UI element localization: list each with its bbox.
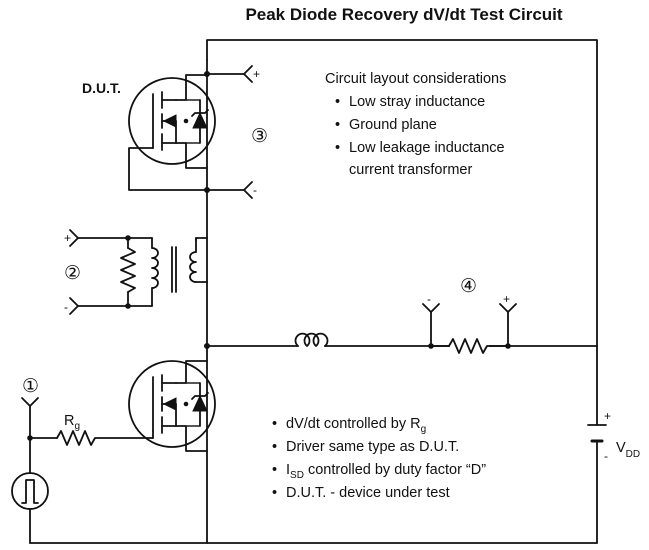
layout-item-3-cont: current transformer — [349, 162, 472, 178]
test-notes: • dV/dt controlled by Rg • Driver same t… — [272, 416, 486, 501]
marker-1: ① — [22, 375, 39, 397]
vdd-label: VDD — [616, 440, 640, 460]
driver-mosfet — [128, 343, 216, 452]
layout-bullet-2: • — [335, 117, 340, 133]
note-bullet-3: • — [272, 462, 277, 478]
probe-terminal-top-minus — [204, 181, 253, 199]
marker-4: ④ — [460, 275, 477, 297]
rg-label: Rg — [64, 413, 80, 432]
current-transformer — [69, 229, 208, 315]
vdd-plus-sign: + — [604, 409, 611, 423]
layout-item-2: Ground plane — [349, 117, 437, 133]
layout-item-3: Low leakage inductance — [349, 140, 505, 156]
marker-3: ③ — [251, 125, 268, 147]
sense-plus-sign: + — [503, 292, 510, 306]
sense-resistor — [422, 303, 517, 354]
dut-upper-mosfet — [128, 74, 216, 191]
ct-minus-sign: - — [64, 300, 68, 314]
probe-terminal-top-plus — [204, 65, 253, 83]
layout-bullet-1: • — [335, 94, 340, 110]
vdd-supply — [587, 424, 607, 443]
sense-minus-sign: - — [427, 292, 431, 306]
layout-bullet-3: • — [335, 140, 340, 156]
gate-drive-circuit — [11, 397, 154, 544]
note-4: D.U.T. - device under test — [286, 485, 450, 501]
note-3: ISD controlled by duty factor “D” — [286, 462, 486, 481]
vdd-minus-sign: - — [604, 449, 608, 463]
note-bullet-2: • — [272, 439, 277, 455]
main-wiring — [29, 39, 598, 544]
note-2: Driver same type as D.U.T. — [286, 439, 459, 455]
note-1: dV/dt controlled by Rg — [286, 416, 426, 435]
layout-considerations: Circuit layout considerations • Low stra… — [325, 71, 506, 178]
note-bullet-4: • — [272, 485, 277, 501]
probe-top-plus-sign: + — [253, 67, 260, 81]
layout-item-1: Low stray inductance — [349, 94, 485, 110]
dut-label: D.U.T. — [82, 80, 121, 96]
diagram-title: Peak Diode Recovery dV/dt Test Circuit — [245, 5, 562, 24]
note-bullet-1: • — [272, 416, 277, 432]
ct-plus-sign: + — [64, 231, 71, 245]
stray-inductor — [294, 332, 329, 347]
layout-heading: Circuit layout considerations — [325, 71, 506, 87]
marker-2: ② — [64, 262, 81, 284]
probe-top-minus-sign: - — [253, 183, 257, 197]
